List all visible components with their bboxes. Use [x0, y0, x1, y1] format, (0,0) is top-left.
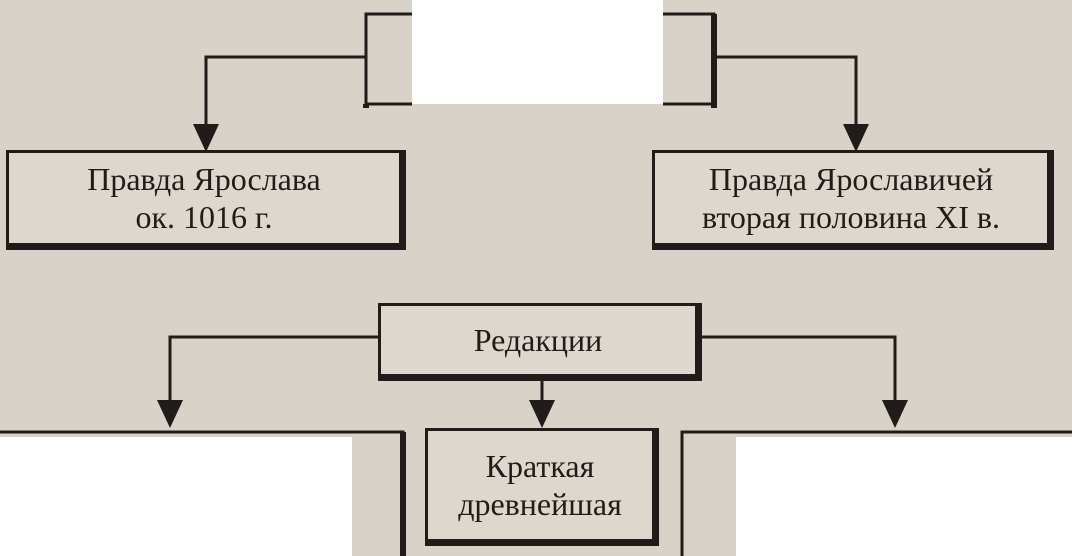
box-pravda-yaroslavichey: Правда Ярославичей вторая половина XI в. — [652, 150, 1054, 250]
connector-top-to-right — [714, 55, 858, 140]
connector-redaktsii-to-right — [698, 335, 897, 415]
blank-region-bottom-left — [0, 437, 352, 556]
box-drevneyshaya-label: древнейшая — [458, 486, 622, 522]
arrow-to-bottom-center — [529, 400, 555, 428]
blank-region-top — [412, 0, 663, 104]
top-box-right-edge — [663, 12, 716, 106]
box-redaktsii-label: Редакции — [473, 322, 603, 358]
box-redaktsii: Редакции — [378, 303, 702, 381]
box-pravda-yaroslava-title: Правда Ярослава — [87, 161, 321, 197]
connector-top-to-left — [204, 55, 366, 140]
box-kratkaya-label: Краткая — [485, 448, 595, 484]
box-pravda-yaroslavichey-title: Правда Ярославичей — [708, 161, 994, 197]
arrow-to-right-box — [843, 124, 869, 152]
box-pravda-yaroslava-date: ок. 1016 г. — [135, 199, 273, 235]
top-box-left-edge — [364, 12, 412, 106]
box-pravda-yaroslava: Правда Ярослава ок. 1016 г. — [6, 150, 406, 250]
box-kratkaya-drevneyshaya: Краткая древнейшая — [425, 428, 659, 546]
arrow-to-bottom-left — [157, 400, 183, 428]
bottom-right-box-edge — [680, 430, 1072, 556]
arrow-to-left-box — [193, 124, 219, 152]
arrow-to-bottom-right — [882, 400, 908, 428]
bottom-left-box-edge — [0, 430, 405, 556]
connector-redaktsii-to-left — [168, 335, 380, 415]
box-pravda-yaroslavichey-date: вторая половина XI в. — [702, 199, 1000, 235]
blank-region-bottom-right — [736, 437, 1072, 556]
